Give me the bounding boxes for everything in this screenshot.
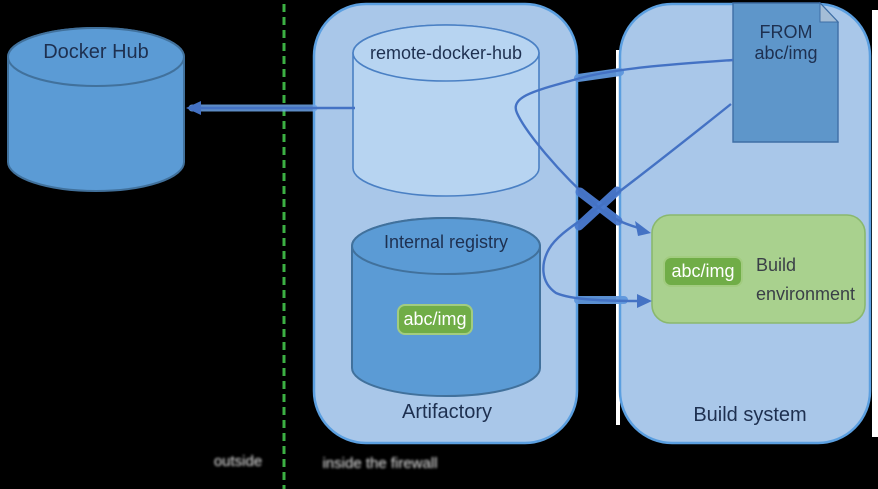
internal-registry-label: Internal registry	[383, 232, 509, 252]
artifactory-label: Artifactory	[401, 401, 493, 423]
build-env-image-badge: abc/img	[663, 256, 743, 287]
docker-hub-cylinder	[7, 27, 185, 192]
white-stripe-right	[872, 10, 878, 437]
docker-hub-label: Docker Hub	[43, 41, 149, 63]
white-stripe-mid	[616, 50, 620, 425]
remote-docker-hub-label: remote-docker-hub	[369, 43, 523, 63]
internal-registry-image-badge: abc/img	[397, 304, 473, 335]
arrow-dockerfile-via-internal-registry	[542, 103, 732, 308]
build-system-label: Build system	[693, 404, 807, 426]
firewall-caption-outside: outside	[213, 453, 263, 470]
remote-docker-hub-cylinder	[352, 24, 540, 197]
dockerfile-from-label: FROM abc/img	[754, 22, 818, 63]
arrow-dockerfile-via-remote-repo	[514, 58, 734, 236]
build-environment-box	[651, 214, 866, 324]
firewall-caption-inside: inside the firewall	[322, 455, 438, 472]
dockerfile-document-icon	[732, 1, 840, 143]
arrowhead-to-dockerhub	[186, 101, 201, 115]
arrowhead-to-build-env-upper	[635, 221, 651, 236]
arrow-remote-to-dockerhub	[186, 101, 355, 115]
arrowhead-to-build-env-lower	[637, 294, 652, 308]
build-environment-label: Build environment	[756, 255, 856, 304]
